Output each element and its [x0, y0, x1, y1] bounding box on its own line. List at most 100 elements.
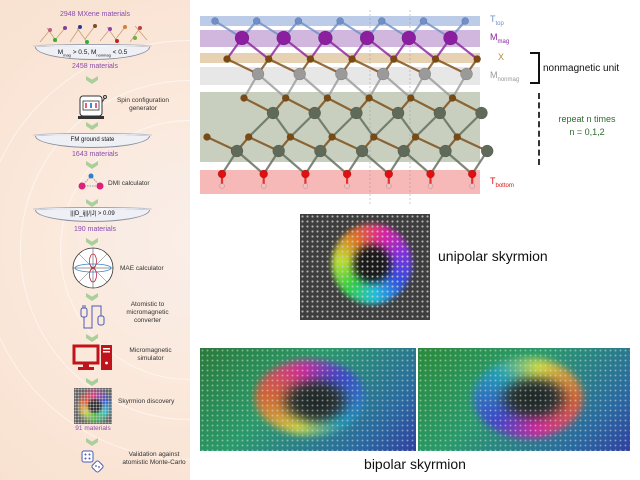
unit-label: nonmagnetic unit — [543, 63, 620, 74]
h-atom — [469, 183, 475, 189]
flow-arrow — [86, 76, 98, 84]
x-atom — [281, 94, 290, 102]
t-top-atom — [419, 17, 428, 25]
m-nonmag-atom — [418, 67, 432, 81]
dmi-icon — [78, 173, 104, 190]
x-atom — [306, 55, 315, 63]
label-text: T — [490, 176, 496, 186]
bulk-m-atom — [355, 144, 369, 158]
count-4: 91 materials — [75, 425, 111, 432]
m-mag-atom — [443, 30, 458, 46]
repeat-text: repeat n times — [558, 114, 616, 124]
t-bottom-atom — [384, 169, 394, 179]
x-atom — [286, 133, 295, 141]
filter-text: > 0.5, M — [70, 49, 97, 56]
converter-icon — [80, 305, 105, 329]
label-text: T — [490, 14, 496, 24]
filter-sub: nonmag — [96, 52, 111, 58]
x-atom — [240, 94, 248, 102]
workflow-panel: 2948 MXene materials Mmag > 0.5, Mnonmag… — [0, 0, 190, 480]
step-mae-label: MAE calculator — [120, 265, 164, 272]
x-atom — [264, 55, 273, 63]
unipolar-skyrmion-image — [300, 214, 430, 320]
bond — [340, 73, 370, 99]
skyrmion-discovery-image — [74, 388, 112, 424]
t-bottom-atom — [426, 169, 435, 179]
label-t-top: Ttop — [490, 14, 504, 27]
slot-machine-icon — [78, 95, 107, 119]
t-top-atom — [336, 17, 344, 25]
label-m-mag: Mmag — [490, 32, 509, 45]
x-atom — [365, 94, 373, 102]
crystal-structure — [203, 10, 494, 205]
step-converter-label: Atomistic to micromagnetic converter — [126, 301, 169, 324]
bipolar-skyrmion-image-2 — [418, 348, 630, 451]
flow-arrow — [86, 378, 98, 386]
step-discovery-label: Skyrmion discovery — [118, 398, 175, 405]
h-atom — [344, 183, 350, 189]
label-m-nonmag: Mnonmag — [490, 70, 519, 83]
m-nonmag-atom — [335, 67, 348, 81]
x-atom — [244, 133, 253, 141]
filter-text: M — [57, 49, 64, 56]
h-atom — [219, 183, 225, 189]
mae-icon — [72, 247, 114, 289]
label-sub: top — [495, 20, 504, 27]
flow-arrow — [86, 293, 98, 301]
dice-icon — [81, 450, 104, 473]
t-bottom-atom — [217, 169, 227, 179]
flow-arrow — [86, 161, 98, 169]
label-sub: nonmag — [497, 76, 520, 83]
filter-sub: mag — [63, 52, 71, 58]
t-top-atom — [378, 17, 386, 25]
bond — [298, 73, 329, 99]
count-1: 2458 materials — [72, 63, 118, 70]
bulk-m-atom — [272, 144, 285, 158]
bulk-m-atom — [266, 106, 280, 120]
x-atom — [453, 133, 461, 141]
m-mag-atom — [359, 30, 375, 46]
m-nonmag-atom — [251, 67, 265, 81]
molecules-icon — [39, 24, 148, 44]
x-atom — [203, 133, 211, 141]
unit-bracket — [530, 52, 540, 84]
t-top-atom — [294, 17, 303, 25]
m-mag-atom — [276, 30, 291, 46]
step-spin-label: Spin configuration generator — [116, 97, 170, 112]
bulk-m-atom — [350, 106, 363, 120]
t-top-atom — [252, 17, 261, 25]
flow-arrow — [86, 438, 98, 446]
t-top-atom — [461, 17, 469, 25]
count-3: 190 materials — [73, 226, 117, 233]
label-sub: mag — [497, 38, 510, 45]
t-bottom-atom — [301, 169, 310, 179]
bulk-m-atom — [475, 106, 488, 120]
label-text: M — [490, 70, 498, 80]
t-bottom-atom — [259, 169, 268, 179]
x-atom — [370, 133, 378, 141]
filter-dish-magnetic: Mmag > 0.5, Mnonmag < 0.5 — [35, 47, 150, 60]
x-atom — [448, 94, 457, 102]
label-x: X — [498, 52, 505, 62]
step-validation-label: Validation against atomistic Monte-Carlo — [122, 451, 186, 466]
computer-icon — [72, 344, 112, 370]
x-atom — [473, 55, 481, 63]
m-mag-atom — [318, 30, 333, 46]
x-atom — [223, 55, 231, 63]
x-atom — [348, 55, 356, 63]
t-bottom-atom — [467, 169, 477, 179]
m-nonmag-atom — [293, 67, 306, 81]
flow-arrow — [86, 238, 98, 246]
bulk-m-atom — [391, 106, 405, 120]
label-t-bottom: Tbottom — [490, 176, 514, 189]
bond — [424, 73, 454, 99]
h-atom — [427, 183, 434, 189]
label-sub: bottom — [495, 182, 514, 189]
bulk-m-atom — [230, 144, 244, 158]
flow-arrow — [86, 334, 98, 342]
flow-arrow — [86, 199, 98, 207]
bulk-m-atom — [308, 106, 321, 120]
bulk-m-atom — [433, 106, 447, 120]
h-atom — [302, 183, 309, 189]
